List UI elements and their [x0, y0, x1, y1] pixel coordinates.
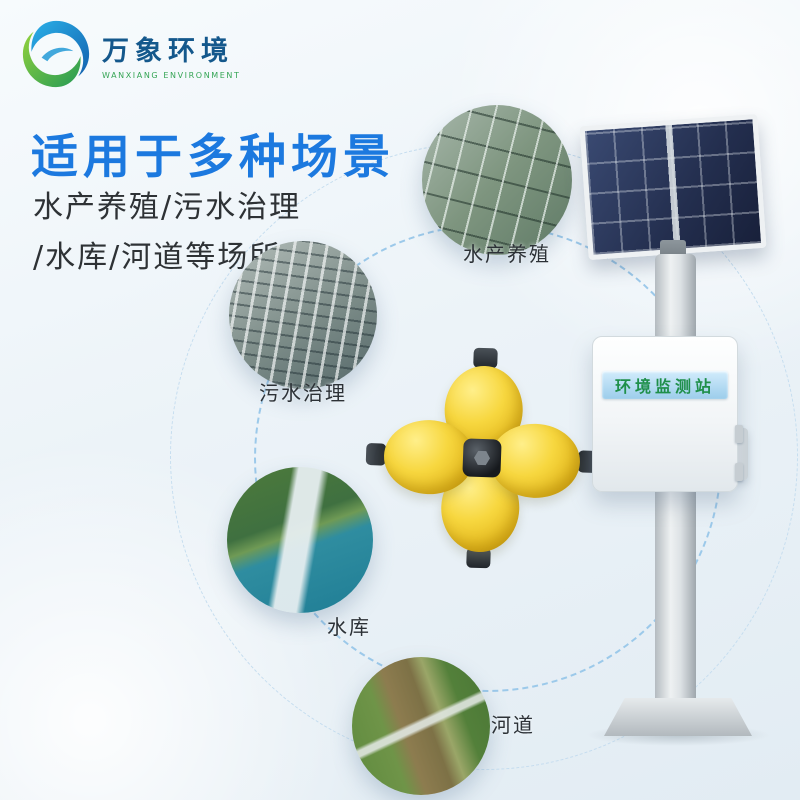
page-title: 适用于多种场景: [31, 130, 395, 185]
cabinet-label-strip: 环境监测站: [602, 371, 728, 399]
company-name-en: WANXIANG ENVIRONMENT: [102, 70, 241, 80]
buoy-hub: [462, 438, 502, 478]
buoy-device: [358, 338, 606, 578]
scene-photo-sewage-treatment: [229, 241, 377, 389]
company-logo: 万象环境 WANXIANG ENVIRONMENT: [20, 18, 241, 90]
scene-label-river: 河道: [491, 713, 535, 737]
cabinet-hinge-top: [735, 425, 743, 443]
scene-photo-aquaculture: [422, 105, 572, 255]
station-cabinet: 环境监测站: [592, 336, 743, 492]
company-name: 万象环境: [102, 35, 234, 67]
subtitle: 水产养殖/污水治理 /水库/河道等场所: [33, 183, 301, 284]
subtitle-line-2: /水库/河道等场所: [33, 240, 282, 276]
buoy-bolt-icon: [474, 450, 491, 467]
scene-label-sewage-treatment: 污水治理: [259, 381, 347, 405]
station-base: [604, 698, 752, 736]
cabinet-label: 环境监测站: [614, 377, 715, 396]
scene-photo-reservoir: [227, 467, 373, 613]
scene-label-aquaculture: 水产养殖: [463, 242, 551, 266]
logo-swirl-icon: [20, 18, 92, 90]
subtitle-line-1: 水产养殖/污水治理: [33, 190, 302, 225]
solar-panel: [579, 113, 767, 261]
scene-label-reservoir: 水库: [327, 615, 371, 639]
scene-photo-river: [352, 657, 490, 795]
cabinet-hinge-bottom: [735, 463, 743, 481]
